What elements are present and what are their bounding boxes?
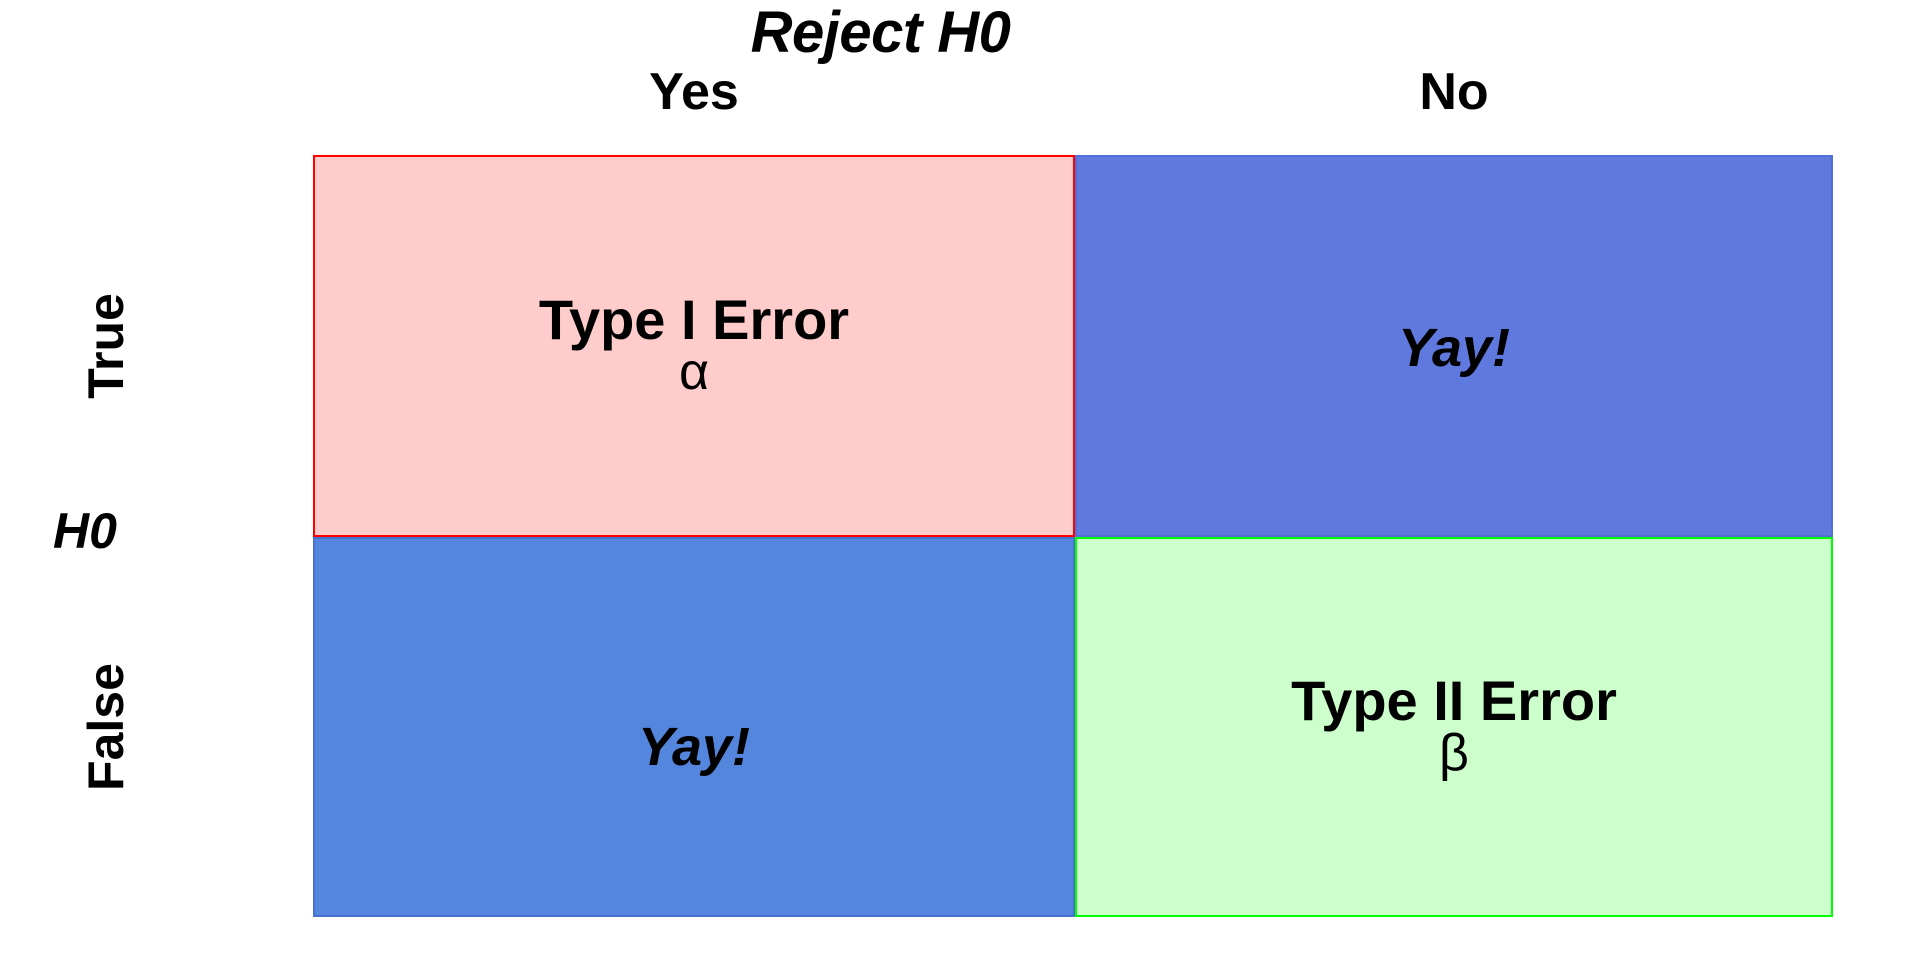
type-i-error-label: Type I Error — [538, 288, 850, 351]
cell-false-yes: Yay! — [313, 537, 1075, 917]
type-ii-error-label: Type II Error — [1291, 669, 1617, 732]
row-axis-label-h0: H0 — [53, 503, 117, 559]
row-header-true: True — [78, 293, 134, 399]
alpha-symbol: α — [678, 343, 710, 401]
cell-true-no: Yay! — [1075, 155, 1833, 537]
figure-title: Reject H0 — [750, 0, 1011, 65]
cell-true-yes-content: Type I Error α — [538, 288, 850, 401]
yay-label-false-yes: Yay! — [637, 717, 751, 777]
cell-false-no: Type II Error β — [1075, 537, 1833, 917]
column-header-yes: Yes — [649, 63, 739, 121]
beta-symbol: β — [1439, 724, 1469, 782]
row-header-false: False — [78, 663, 134, 791]
cell-false-no-content: Type II Error β — [1291, 669, 1617, 782]
column-header-no: No — [1419, 63, 1489, 121]
yay-label-true-no: Yay! — [1397, 318, 1511, 378]
cell-true-yes: Type I Error α — [313, 155, 1075, 537]
matrix-grid: Type I Error α Yay! Yay! Type II Error β — [313, 155, 1833, 917]
